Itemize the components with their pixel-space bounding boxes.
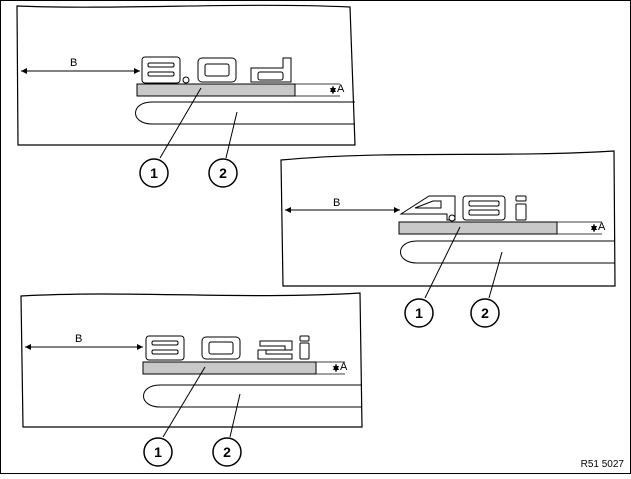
panel-30d: B A 1 2 (16, 4, 356, 188)
emblem-base-plate (398, 221, 558, 235)
leader-2 (488, 251, 503, 299)
callout-1-label: 1 (150, 165, 158, 181)
leader-2 (225, 111, 238, 159)
leader-2 (229, 393, 241, 438)
callout-2-circle (212, 437, 242, 467)
leader-1 (424, 226, 461, 299)
leader-1 (159, 87, 202, 159)
callout-2-label: 2 (219, 165, 227, 181)
emblem-30d (141, 56, 292, 84)
trim-strip (143, 384, 362, 408)
emblem-base-plate (142, 361, 317, 375)
leader-1 (162, 366, 206, 438)
emblem-30si (145, 335, 310, 361)
body-panel (16, 4, 356, 146)
dimension-a-label: A (598, 221, 606, 233)
emblem-base-plate (136, 83, 296, 97)
callout-2-label: 2 (223, 444, 231, 460)
reference-code: R51 5027 (581, 459, 625, 470)
body-panel (20, 292, 363, 428)
callout-1-circle (404, 298, 434, 328)
trim-strip (135, 101, 355, 125)
callout-1-label: 1 (154, 444, 162, 460)
panel-48i: B A 1 2 (280, 150, 616, 328)
dimension-b-label: B (333, 197, 340, 209)
dimension-a-label: A (340, 361, 348, 373)
callout-1-circle (139, 158, 169, 188)
trim-strip (400, 240, 615, 264)
callout-1-label: 1 (415, 305, 423, 321)
callout-2-circle (208, 158, 238, 188)
panel-30si: B A 1 2 (20, 292, 363, 467)
emblem-48i (399, 195, 527, 222)
callout-1-circle (143, 437, 173, 467)
dimension-b-label: B (70, 57, 77, 69)
callout-2-label: 2 (481, 305, 489, 321)
dimension-b-label: B (75, 333, 82, 345)
callout-2-circle (470, 298, 500, 328)
dimension-a-label: A (337, 83, 345, 95)
